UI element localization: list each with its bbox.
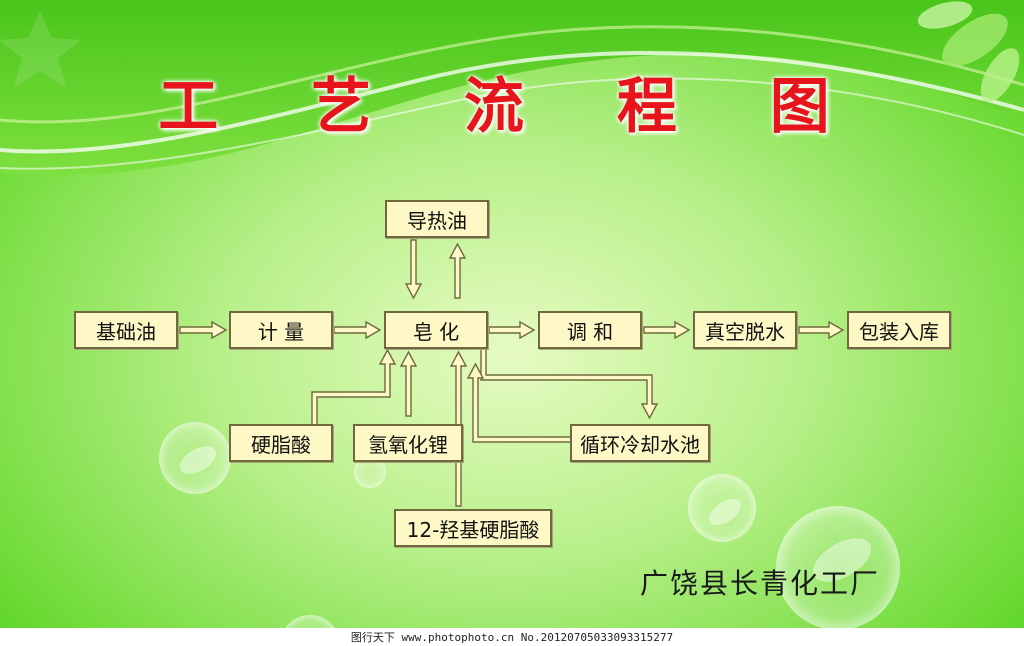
node-saponification: 皂 化	[384, 311, 488, 349]
arrow-lithium-hydroxide	[399, 350, 418, 417]
node-stearic-acid: 硬脂酸	[229, 424, 333, 462]
arrow-base-oil-to-metering	[179, 320, 228, 340]
leaf-cluster-icon	[917, 1, 1020, 102]
node-vacuum-dehydration: 真空脱水	[693, 311, 797, 349]
factory-name: 广饶县长青化工厂	[640, 567, 881, 600]
page-title: 工 艺 流 程 图	[158, 72, 866, 142]
arrow-heat-oil-down	[404, 239, 423, 300]
node-metering: 计 量	[229, 311, 333, 349]
node-base-oil: 基础油	[74, 311, 178, 349]
node-packaging: 包装入库	[847, 311, 951, 349]
node-blending: 调 和	[538, 311, 642, 349]
arrow-from-cooling-pool	[466, 362, 572, 443]
arrow-heat-oil-up	[448, 242, 467, 299]
watermark-bar: 图行天下 www.photophoto.cn No.20120705033093…	[0, 628, 1024, 646]
arrow-vacuum-to-packaging	[798, 320, 845, 340]
node-lithium-hydroxide: 氢氧化锂	[353, 424, 463, 462]
arrow-stearic-acid	[311, 348, 397, 427]
node-heat-oil: 导热油	[385, 200, 489, 238]
node-hydroxystearic-acid: 12-羟基硬脂酸	[394, 509, 552, 547]
arrow-saponification-to-blending	[488, 320, 536, 340]
arrow-metering-to-saponification	[333, 320, 382, 340]
arrow-to-cooling-pool	[480, 347, 659, 420]
arrow-blending-to-vacuum	[643, 320, 691, 340]
node-cooling-pool: 循环冷却水池	[570, 424, 710, 462]
